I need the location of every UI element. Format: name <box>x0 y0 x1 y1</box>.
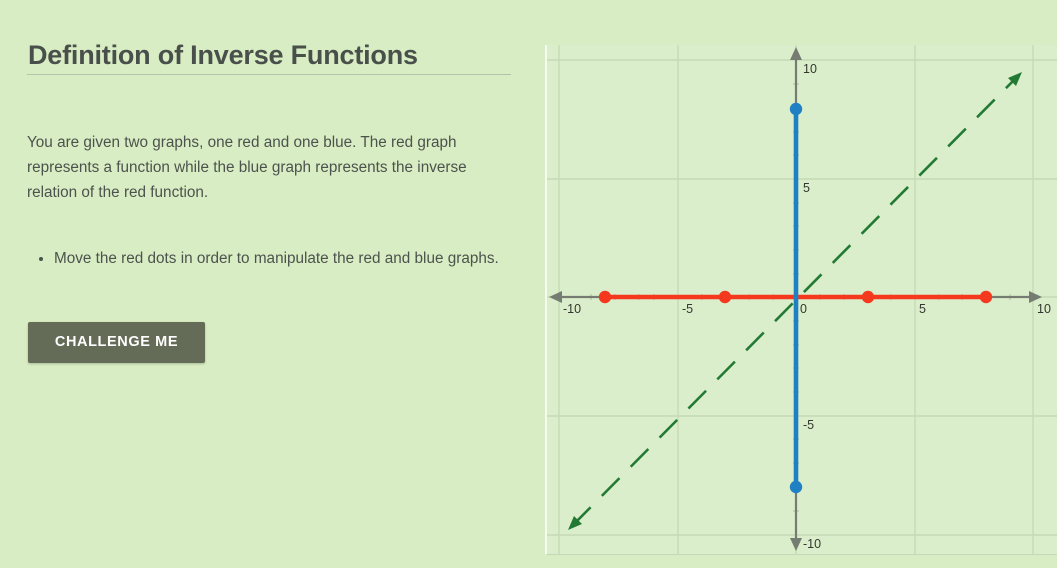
identity-arrow-down-left <box>568 516 582 530</box>
blue-endpoint-dot[interactable] <box>789 102 803 116</box>
interactive-graph-panel[interactable]: -10 -5 0 5 10 10 5 -5 -10 <box>545 45 1057 555</box>
y-tick-label-neg10: -10 <box>803 537 821 551</box>
x-tick-label-5: 5 <box>919 302 926 316</box>
red-control-dot[interactable] <box>979 290 993 304</box>
list-item: Move the red dots in order to manipulate… <box>54 246 524 271</box>
y-tick-label-10: 10 <box>803 62 817 76</box>
identity-arrow-up-right <box>1008 72 1022 86</box>
identity-line-y-equals-x <box>568 72 1022 530</box>
blue-endpoint-dot[interactable] <box>789 480 803 494</box>
y-tick-label-neg5: -5 <box>803 418 814 432</box>
x-tick-label-neg10: -10 <box>563 302 581 316</box>
title-divider <box>27 74 511 75</box>
x-tick-label-neg5: -5 <box>682 302 693 316</box>
challenge-me-button[interactable]: CHALLENGE ME <box>28 322 205 363</box>
x-tick-label-10: 10 <box>1037 302 1051 316</box>
red-control-dot[interactable] <box>718 290 732 304</box>
y-axis-arrow-down <box>790 538 802 551</box>
x-axis-arrow-left <box>549 291 562 303</box>
red-control-dot[interactable] <box>598 290 612 304</box>
red-control-dot[interactable] <box>861 290 875 304</box>
axis-tick-labels: -10 -5 0 5 10 10 5 -5 -10 <box>563 62 1051 551</box>
lesson-info-panel: Definition of Inverse Functions You are … <box>0 0 540 568</box>
graph-background <box>547 45 1057 554</box>
coordinate-plane-svg[interactable]: -10 -5 0 5 10 10 5 -5 -10 <box>547 45 1057 555</box>
y-tick-label-5: 5 <box>803 181 810 195</box>
y-axis-arrow-up <box>790 47 802 60</box>
page-title: Definition of Inverse Functions <box>28 40 418 71</box>
blue-inverse-graph[interactable] <box>789 102 803 494</box>
x-axis-arrow-right <box>1029 291 1042 303</box>
intro-paragraph: You are given two graphs, one red and on… <box>27 134 467 202</box>
instructions-list: Move the red dots in order to manipulate… <box>27 246 524 271</box>
x-tick-label-0: 0 <box>800 302 807 316</box>
